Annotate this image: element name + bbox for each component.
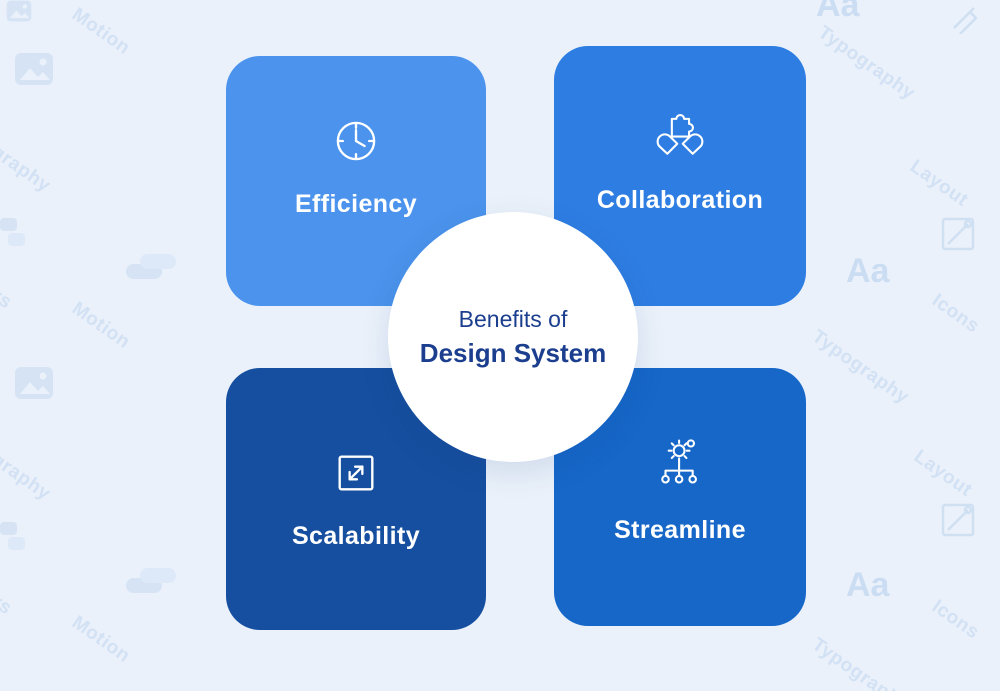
watermark-text: Typography (807, 634, 913, 691)
watermark-text: Motion (67, 298, 134, 353)
photo-watermark-icon (14, 52, 54, 86)
card-streamline: Streamline (554, 368, 806, 626)
watermark-text: tography (0, 438, 55, 505)
watermark-text: ors (0, 278, 16, 314)
watermark-text: Motion (67, 612, 134, 667)
pills-watermark-icon (126, 252, 178, 282)
watermark-text: Typography (807, 326, 913, 409)
card-label: Collaboration (596, 186, 764, 214)
watermark-text: Aa (816, 0, 860, 24)
gear-flowchart-icon (661, 439, 697, 484)
watermark-text: Motion (67, 4, 134, 59)
watermark-text: tography (0, 130, 55, 197)
card-label: Streamline (614, 516, 746, 544)
watermark-text: ors (0, 584, 16, 620)
center-title-line2: Design System (419, 337, 607, 368)
clock-icon (336, 121, 376, 161)
watermark-text: Aa (846, 566, 890, 604)
watermark-text: Typography (813, 22, 919, 105)
card-scalability: Scalability (226, 368, 486, 630)
pen-watermark-icon (948, 0, 982, 34)
watermark-text: Layout (909, 446, 976, 501)
center-title-line1: Benefits of (458, 305, 568, 332)
watermark-text: Aa (846, 252, 890, 290)
photo-watermark-icon (14, 366, 54, 400)
photo-watermark-icon (6, 0, 32, 22)
center-badge: Benefits of Design System (388, 212, 638, 462)
pills-watermark-icon (126, 566, 178, 596)
card-label: Efficiency (294, 190, 418, 218)
frame-pen-watermark-icon (938, 214, 978, 254)
swatches-watermark-icon (0, 216, 38, 248)
swatches-watermark-icon (0, 520, 38, 552)
expand-arrow-icon (338, 455, 374, 491)
watermark-text: Layout (905, 156, 972, 211)
watermark-text: Icons (927, 290, 984, 338)
card-label: Scalability (291, 522, 421, 550)
watermark-text: Icons (927, 596, 984, 644)
hands-puzzle-icon (656, 114, 704, 155)
frame-pen-watermark-icon (938, 500, 978, 540)
